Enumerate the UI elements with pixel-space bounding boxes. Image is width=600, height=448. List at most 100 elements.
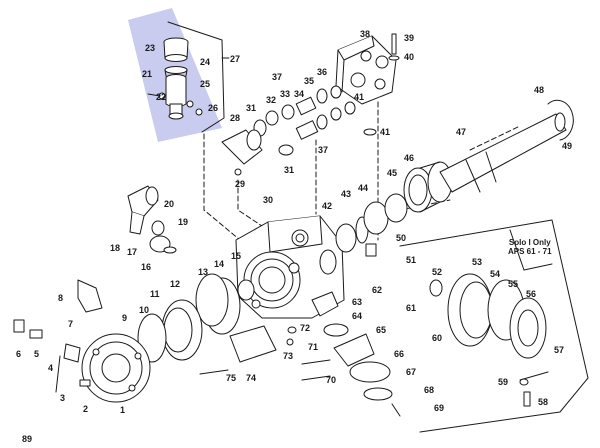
callout-46: 46 [404,153,415,163]
callout-28: 28 [230,113,241,123]
callout-51: 51 [406,255,417,265]
callout-2: 2 [83,404,89,414]
callout-66: 66 [394,349,405,359]
callout-29: 29 [235,179,246,189]
callout-70: 70 [326,375,337,385]
callout-14: 14 [214,259,225,269]
callout-40: 40 [404,52,415,62]
callout-35: 35 [304,76,315,86]
callout-56: 56 [526,289,537,299]
callout-5: 5 [34,349,40,359]
callout-31: 31 [284,165,295,175]
part-25-valve [147,74,203,120]
callout-41: 41 [380,127,391,137]
callout-22: 22 [156,92,167,102]
callout-16: 16 [141,262,152,272]
callout-26: 26 [208,103,219,113]
callout-69: 69 [434,403,445,413]
callout-32: 32 [266,95,277,105]
callout-65: 65 [376,325,387,335]
callout-1: 1 [120,405,126,415]
note-line-2: APS 61 - 71 [508,247,552,257]
callout-31: 31 [246,103,257,113]
callout-6: 6 [16,349,22,359]
callout-57: 57 [554,345,565,355]
callout-55: 55 [508,279,519,289]
rings-42-45 [335,193,408,253]
callout-68: 68 [424,385,435,395]
callout-7: 7 [68,319,74,329]
callout-61: 61 [406,303,417,313]
part-47-shaft [439,112,567,193]
callout-21: 21 [142,69,153,79]
solo-frame [399,219,589,433]
callout-38: 38 [360,29,371,39]
callout-11: 11 [150,289,160,299]
page-number: 89 [22,434,33,444]
callout-72: 72 [300,323,311,333]
callout-39: 39 [404,33,415,43]
callout-34: 34 [294,89,305,99]
callout-53: 53 [472,257,483,267]
callout-10: 10 [139,305,150,315]
callout-64: 64 [352,311,363,321]
parts-16-20 [127,185,177,254]
callout-4: 4 [48,363,54,373]
callout-58: 58 [538,397,549,407]
callout-18: 18 [110,243,121,253]
callout-42: 42 [322,201,333,211]
callout-37: 37 [318,145,329,155]
callout-23: 23 [145,43,156,53]
callout-71: 71 [308,342,319,352]
callout-12: 12 [170,279,181,289]
callout-36: 36 [317,67,328,77]
callout-33: 33 [280,89,291,99]
callout-44: 44 [358,183,369,193]
callout-74: 74 [246,373,257,383]
callout-63: 63 [352,297,363,307]
part-30-pump-body [235,215,345,319]
callout-37: 37 [272,72,283,82]
callout-20: 20 [164,199,175,209]
callout-17: 17 [127,247,138,257]
callout-27: 27 [230,54,241,64]
parts-1-8 [13,279,103,393]
callout-43: 43 [341,189,352,199]
callout-49: 49 [562,141,573,151]
callout-13: 13 [198,267,209,277]
callout-47: 47 [456,127,467,137]
part-9-cover [81,333,151,403]
callout-52: 52 [432,267,443,277]
valve-stack-upper [253,85,342,137]
solo-parts [429,273,549,407]
solo-only-note: Solo I Only APS 61 - 71 [508,238,552,256]
callout-8: 8 [58,293,64,303]
callout-15: 15 [231,251,242,261]
part-38-head [335,33,400,105]
note-line-1: Solo I Only [508,238,551,247]
callout-9: 9 [122,313,128,323]
part-23-cup [163,37,189,77]
callout-25: 25 [200,79,211,89]
kit-27-outline [167,21,230,133]
part-28-elbow [221,129,263,176]
valve-stack-lower [278,101,377,156]
callout-30: 30 [263,195,274,205]
part-48-snapring [547,99,574,141]
callout-67: 67 [406,367,417,377]
callout-75: 75 [226,373,237,383]
callout-45: 45 [387,168,398,178]
callout-19: 19 [178,217,189,227]
center-parts [199,243,401,417]
callout-59: 59 [498,377,509,387]
callout-3: 3 [60,393,66,403]
callout-60: 60 [432,333,443,343]
callout-50: 50 [396,233,407,243]
callout-62: 62 [372,285,383,295]
callout-24: 24 [200,57,211,67]
callout-48: 48 [534,85,545,95]
callout-73: 73 [283,351,294,361]
callout-54: 54 [490,269,501,279]
callout-41: 41 [354,92,365,102]
